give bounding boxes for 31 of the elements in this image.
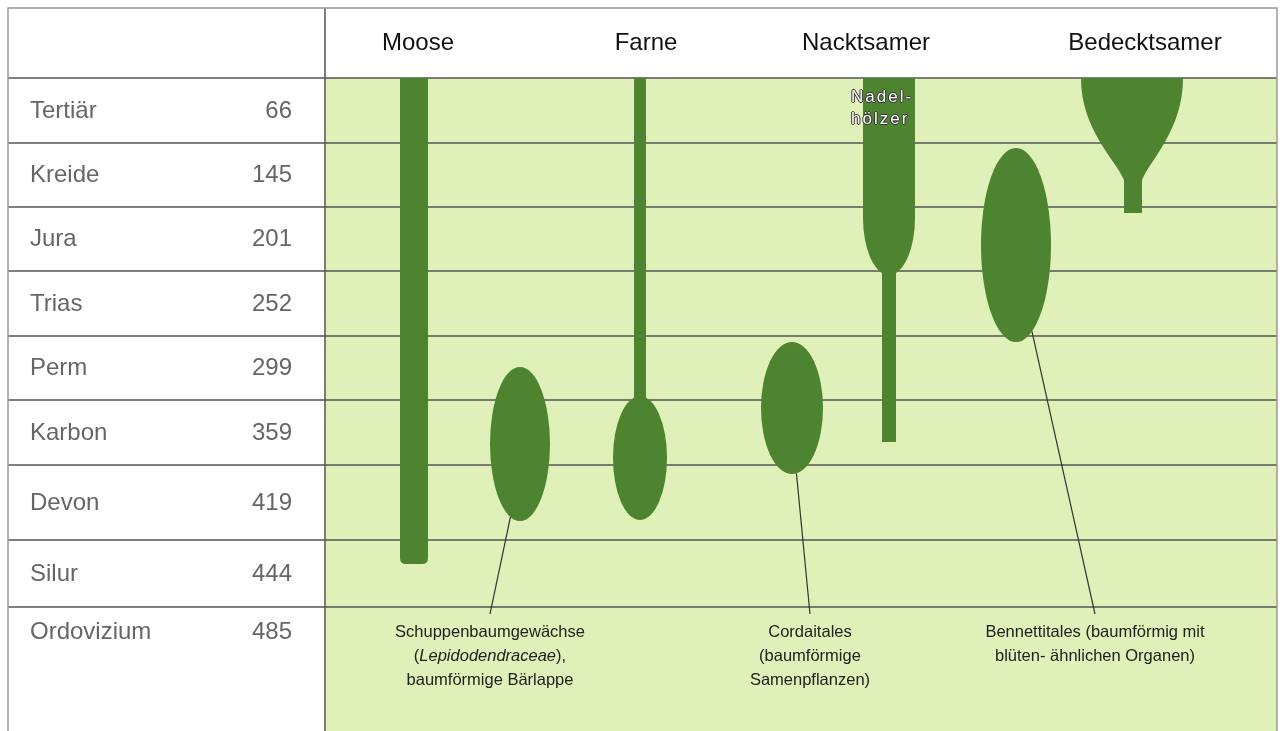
group-label: Schuppenbaumgewächse (Lepidodendraceae), baumförmige Bärlappe	[394, 621, 586, 690]
group-label: Bennettitales (baumförmig mit blüten- ähnlichen Organen)	[984, 621, 1206, 666]
period-name: Devon	[30, 487, 100, 516]
range-ellipse	[761, 342, 823, 474]
column-header: Farne	[614, 28, 678, 56]
period-name: Ordovizium	[30, 617, 152, 645]
leader-line	[1031, 330, 1096, 615]
age-value: 201	[251, 224, 292, 252]
period-name: Perm	[30, 353, 88, 381]
age-value: 299	[251, 353, 292, 381]
period-name: Tertiär	[30, 95, 97, 124]
age-value: 485	[251, 617, 292, 645]
age-value: 359	[251, 417, 292, 446]
age-value: 252	[251, 288, 292, 317]
column-header: Bedecktsamer	[1068, 28, 1222, 56]
leader-line	[489, 516, 512, 615]
age-value: 419	[251, 487, 292, 516]
range-ellipse	[981, 148, 1051, 342]
column-header: Nacktsamer	[802, 28, 930, 56]
age-value: 66	[265, 95, 292, 124]
period-name: Silur	[30, 558, 78, 587]
age-value: 444	[251, 558, 292, 587]
period-name: Karbon	[30, 417, 108, 446]
group-label: Cordaitales (baumförmige Samenpflanzen)	[748, 621, 872, 690]
age-value: 145	[251, 160, 292, 188]
column-header: Moose	[382, 28, 454, 56]
period-name: Jura	[30, 224, 77, 252]
period-name: Kreide	[30, 160, 100, 188]
leader-line	[795, 472, 811, 615]
period-name: Trias	[30, 288, 83, 317]
range-ellipse	[490, 367, 550, 521]
